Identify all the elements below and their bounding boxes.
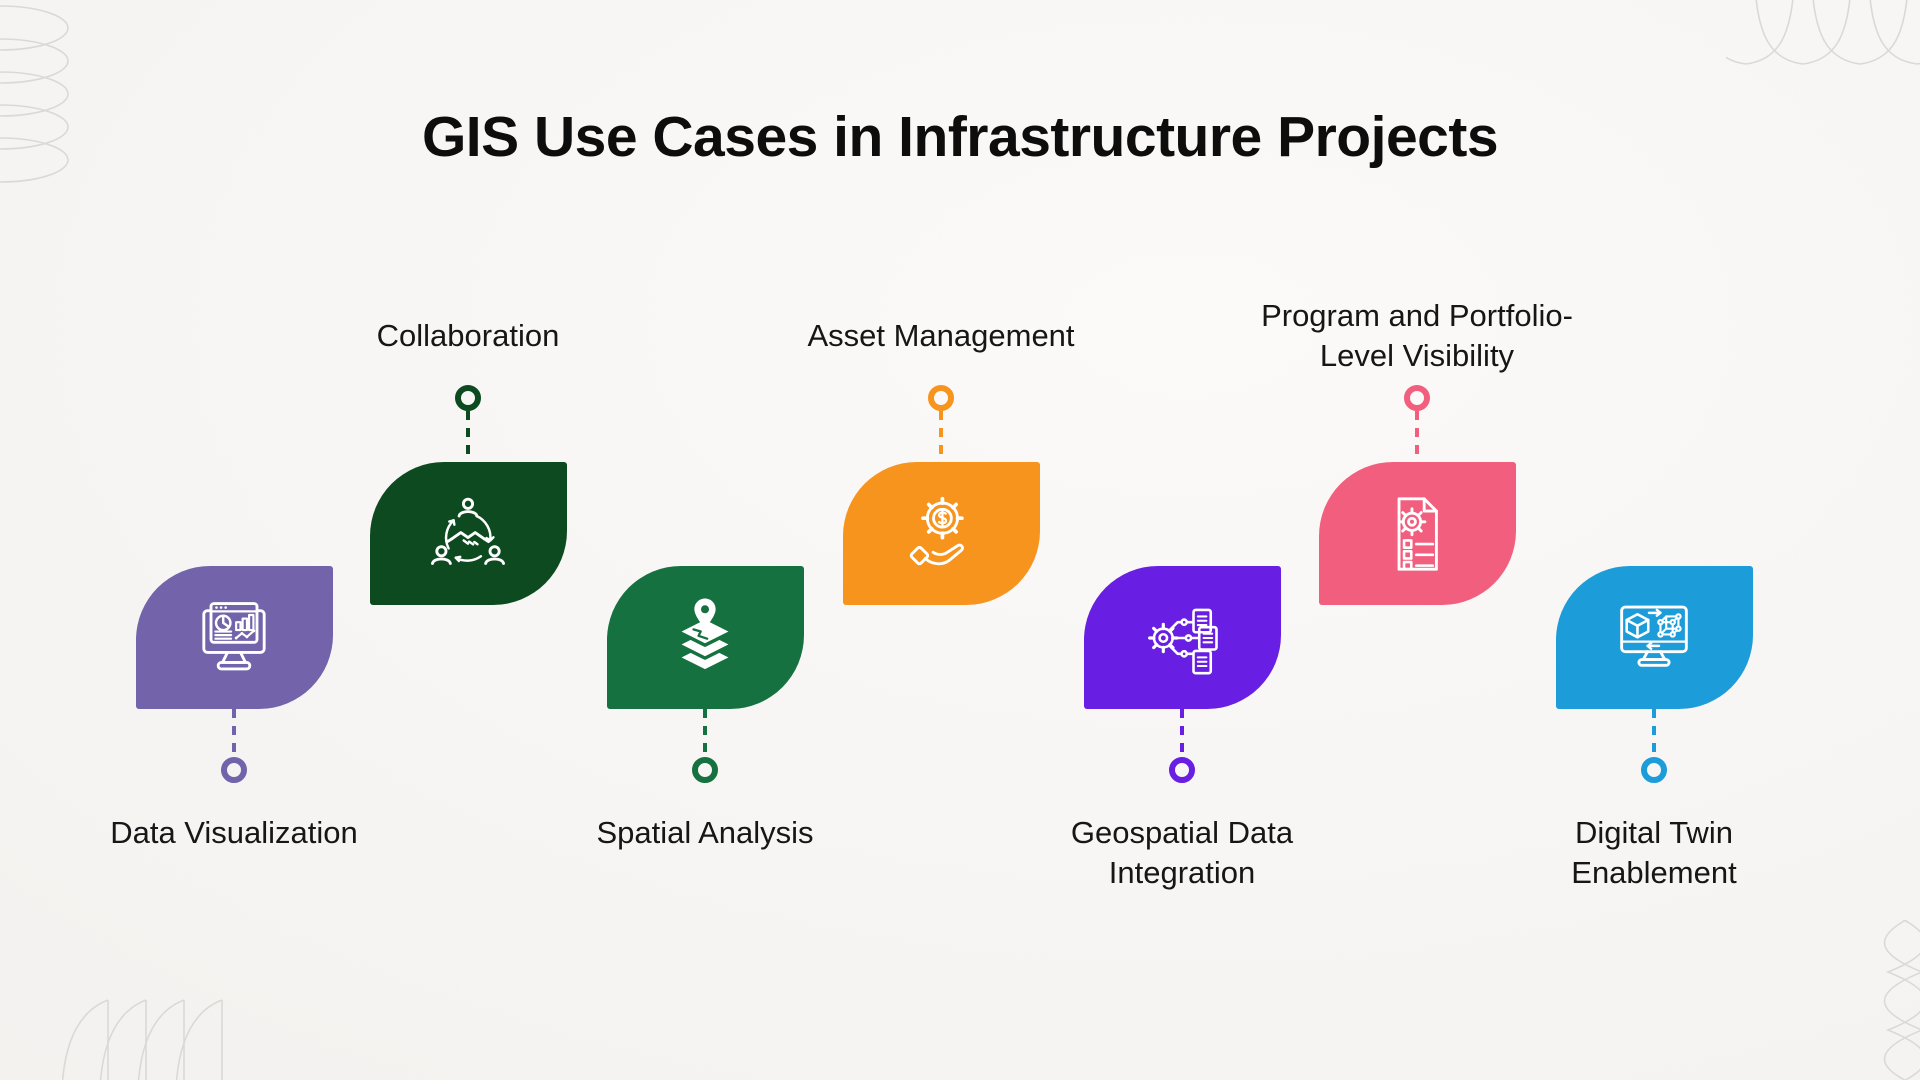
connector-ring: [455, 385, 481, 411]
connector-ring: [221, 757, 247, 783]
usecase-tile: [369, 462, 567, 605]
spatial-analysis-icon: [675, 597, 735, 673]
connector-dash: [939, 411, 943, 462]
usecase-label: Digital Twin Enablement: [1571, 815, 1737, 890]
usecase-tile: [1555, 566, 1753, 709]
connector-ring: [692, 757, 718, 783]
usecase-tile: [842, 462, 1040, 605]
connector-dash: [1652, 709, 1656, 757]
data-visualization-icon: [202, 601, 266, 670]
usecase-data-visualization: Data Visualization: [54, 566, 414, 853]
usecase-spatial-analysis: Spatial Analysis: [525, 566, 885, 853]
digital-twin-enablement-icon: [1620, 605, 1688, 667]
usecase-label: Collaboration: [376, 318, 560, 353]
program-portfolio-visibility-icon: [1397, 496, 1438, 571]
usecase-tile: [1318, 462, 1516, 605]
page-title: GIS Use Cases in Infrastructure Projects: [421, 105, 1499, 169]
usecase-label: Program and Portfolio- Level Visibility: [1261, 298, 1573, 373]
connector-dash: [1415, 411, 1419, 462]
usecase-tile: [1083, 566, 1281, 709]
connector-ring: [1641, 757, 1667, 783]
usecase-label: Asset Management: [807, 318, 1075, 353]
sails-decoration: [62, 999, 223, 1080]
connector-dash: [466, 411, 470, 462]
asset-management-icon: [909, 496, 964, 565]
connector-dash: [232, 709, 236, 757]
usecase-geospatial-data-integration: Geospatial Data Integration: [1002, 566, 1362, 893]
arches-decoration: [1726, 0, 1920, 65]
usecase-tile: [135, 566, 333, 709]
usecase-asset-management: Asset Management: [761, 296, 1121, 605]
usecase-program-portfolio-visibility: Program and Portfolio- Level Visibility: [1237, 296, 1597, 605]
usecase-tile: [606, 566, 804, 709]
connector-ring: [928, 385, 954, 411]
usecase-label: Spatial Analysis: [596, 815, 814, 850]
usecase-collaboration: Collaboration: [288, 296, 648, 605]
connector-ring: [1404, 385, 1430, 411]
connector-dash: [1180, 709, 1184, 757]
usecase-digital-twin-enablement: Digital Twin Enablement: [1474, 566, 1834, 893]
waves-decoration: [1883, 920, 1920, 1080]
connector-dash: [703, 709, 707, 757]
usecase-label: Geospatial Data Integration: [1070, 815, 1294, 890]
connector-ring: [1169, 757, 1195, 783]
geospatial-data-integration-icon: [1148, 608, 1218, 675]
coil-decoration: [0, 5, 69, 183]
usecase-label: Data Visualization: [110, 815, 358, 850]
collaboration-icon: [431, 497, 505, 565]
